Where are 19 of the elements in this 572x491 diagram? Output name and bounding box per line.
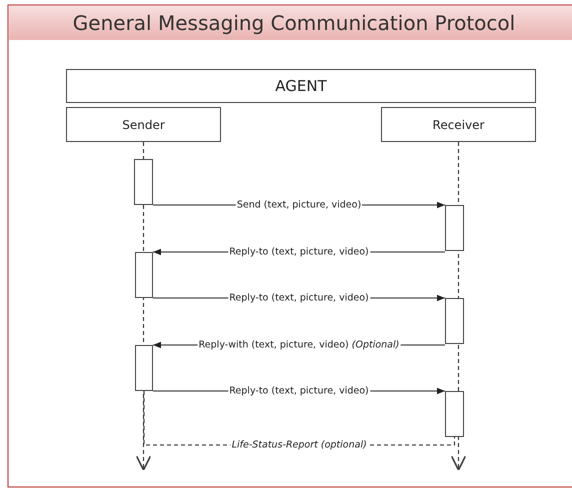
activation-bar — [445, 391, 464, 437]
activation-bar — [135, 345, 153, 391]
message-label: Reply-with (text, picture, video) (Optional) — [198, 340, 400, 350]
activation-bar — [135, 252, 153, 298]
lifeline-header-box — [66, 69, 536, 103]
message-label: Reply-to (text, picture, video) — [228, 292, 370, 304]
message-label: Reply-to (text, picture, video) — [228, 386, 370, 396]
participant-name: Sender — [122, 118, 165, 132]
activation-bar — [134, 159, 153, 205]
message-label: Reply-to (text, picture, video) — [228, 246, 370, 258]
activation-bar — [445, 298, 464, 344]
activation-bar — [445, 205, 464, 251]
title: General Messaging Communication Protocol — [9, 6, 572, 40]
lifeline-header-box — [381, 107, 536, 142]
participant-name: Receiver — [432, 118, 484, 132]
message-label: Send (text, picture, video) — [236, 200, 362, 210]
participant-name: AGENT — [275, 77, 327, 95]
message-label: Life-Status-Report (optional) — [230, 440, 368, 450]
lifeline-header-box — [66, 107, 221, 142]
